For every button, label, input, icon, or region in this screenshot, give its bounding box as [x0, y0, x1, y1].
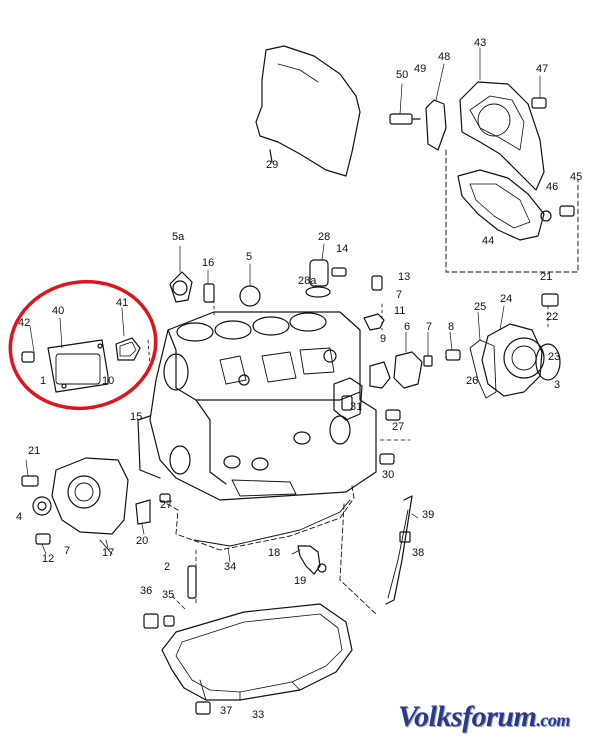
part-label-21-left: 21 [28, 445, 41, 457]
watermark-logo: Volksforum.com [398, 700, 570, 733]
part-label-11: 11 [394, 305, 406, 317]
part-label-18: 18 [268, 547, 281, 559]
part-label-9: 9 [380, 333, 387, 345]
part-label-4: 4 [16, 511, 23, 523]
part-label-28a: 28a [298, 275, 317, 287]
part-label-25: 25 [474, 301, 487, 313]
part-label-17: 17 [102, 547, 115, 559]
part-label-30: 30 [382, 469, 395, 481]
part-label-36: 36 [140, 585, 153, 597]
part-label-10: 10 [102, 375, 115, 387]
part-label-37: 37 [220, 705, 233, 717]
part-label-7-top: 7 [396, 289, 403, 301]
part-label-2: 2 [164, 561, 171, 573]
part-label-6: 6 [404, 321, 411, 333]
part-label-27-left: 27 [160, 499, 173, 511]
part-label-45: 45 [570, 171, 583, 183]
part-label-44: 44 [482, 235, 495, 247]
part-label-43: 43 [474, 37, 487, 49]
part-label-7-right: 7 [426, 321, 433, 333]
part-label-16: 16 [202, 257, 215, 269]
part-label-19: 19 [294, 575, 307, 587]
oil-cooler-cover [47, 339, 109, 393]
part-label-22: 22 [546, 311, 559, 323]
part-label-23: 23 [548, 351, 561, 363]
part-label-8: 8 [448, 321, 455, 333]
rear-cover-plate [459, 81, 545, 191]
part-label-41: 41 [116, 297, 129, 309]
timing-belt-cover [255, 45, 361, 177]
part-label-48: 48 [438, 51, 451, 63]
gasket [115, 337, 141, 361]
front-seal-flange [51, 457, 129, 535]
part-label-27-right: 27 [392, 421, 405, 433]
part-label-3: 3 [554, 379, 561, 391]
part-label-29: 29 [266, 159, 279, 171]
part-label-47: 47 [536, 63, 549, 75]
part-label-5a: 5a [172, 231, 185, 243]
rear-seal-flange [481, 323, 543, 397]
part-label-13: 13 [398, 271, 411, 283]
part-label-38: 38 [412, 547, 425, 559]
part-label-49: 49 [414, 63, 427, 75]
oil-pan [161, 603, 353, 701]
engine-block [149, 311, 377, 501]
part-label-24: 24 [500, 293, 513, 305]
part-label-31: 31 [350, 401, 363, 413]
part-label-35: 35 [162, 589, 175, 601]
part-label-26: 26 [466, 375, 479, 387]
part-label-39: 39 [422, 509, 435, 521]
part-label-14: 14 [336, 243, 349, 255]
part-label-15: 15 [130, 411, 143, 423]
part-label-5: 5 [246, 251, 253, 263]
part-label-42: 42 [18, 317, 31, 329]
part-label-28: 28 [318, 231, 331, 243]
part-label-1: 1 [40, 375, 47, 387]
part-label-33: 33 [252, 709, 265, 721]
part-label-7-left: 7 [64, 545, 71, 557]
part-label-46: 46 [546, 181, 559, 193]
part-label-50: 50 [396, 69, 409, 81]
part-label-20: 20 [136, 535, 149, 547]
part-label-40: 40 [52, 305, 65, 317]
part-label-34: 34 [224, 561, 237, 573]
dipstick-tube [385, 495, 413, 605]
part-label-21-right: 21 [540, 271, 553, 283]
part-label-12: 12 [42, 553, 55, 565]
